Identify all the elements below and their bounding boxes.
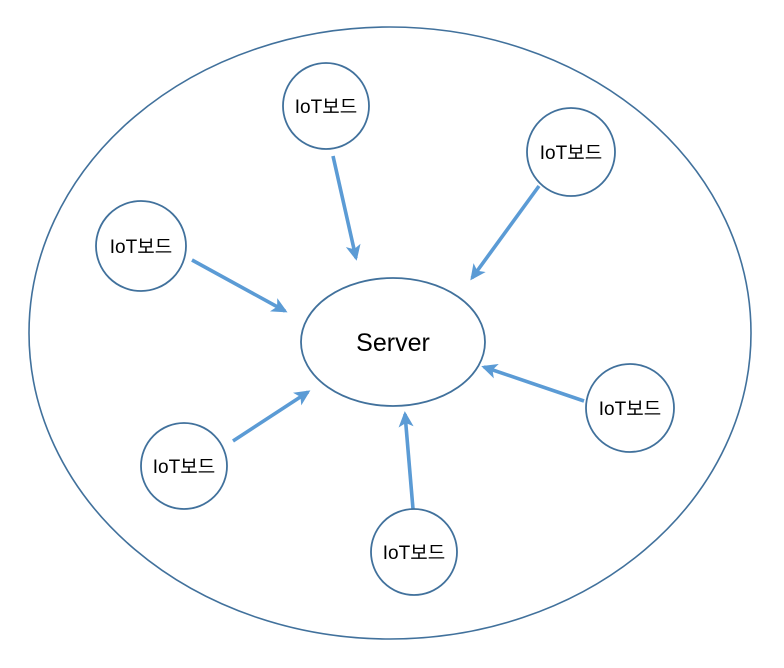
iot-node-4: IoT보드 [370,508,458,596]
iot-node-label: IoT보드 [153,457,215,478]
iot-node-circle [585,363,675,453]
arrow-iot-node-4-to-server [398,411,415,510]
iot-node-circle [140,422,228,510]
iot-node-1: IoT보드 [526,107,616,197]
iot-nodes-group: IoT보드 IoT보드 IoT보드 IoT보드 IoT보드 IoT보드 [95,62,675,596]
iot-node-circle [526,107,616,197]
iot-node-label: IoT보드 [599,399,661,420]
iot-node-circle [95,200,187,292]
iot-node-label: IoT보드 [540,143,602,164]
iot-node-label: IoT보드 [110,237,172,258]
server-label: Server [356,329,430,357]
iot-node-label: IoT보드 [295,97,357,118]
arrow-iot-node-2-to-server [191,258,288,313]
server-node: Server [300,277,486,407]
arrows-group [191,155,585,510]
iot-node-3: IoT보드 [140,422,228,510]
iot-node-label: IoT보드 [383,543,445,564]
arrow-iot-node-5-to-server [481,364,585,403]
arrow-iot-node-1-to-server [470,184,541,281]
arrow-iot-node-3-to-server [232,390,311,443]
iot-node-circle [282,62,370,150]
iot-node-2: IoT보드 [95,200,187,292]
network-boundary-ellipse [28,26,752,640]
server-ellipse [300,277,486,407]
iot-node-circle [370,508,458,596]
iot-node-5: IoT보드 [585,363,675,453]
iot-node-0: IoT보드 [282,62,370,150]
arrow-iot-node-0-to-server [331,155,361,261]
